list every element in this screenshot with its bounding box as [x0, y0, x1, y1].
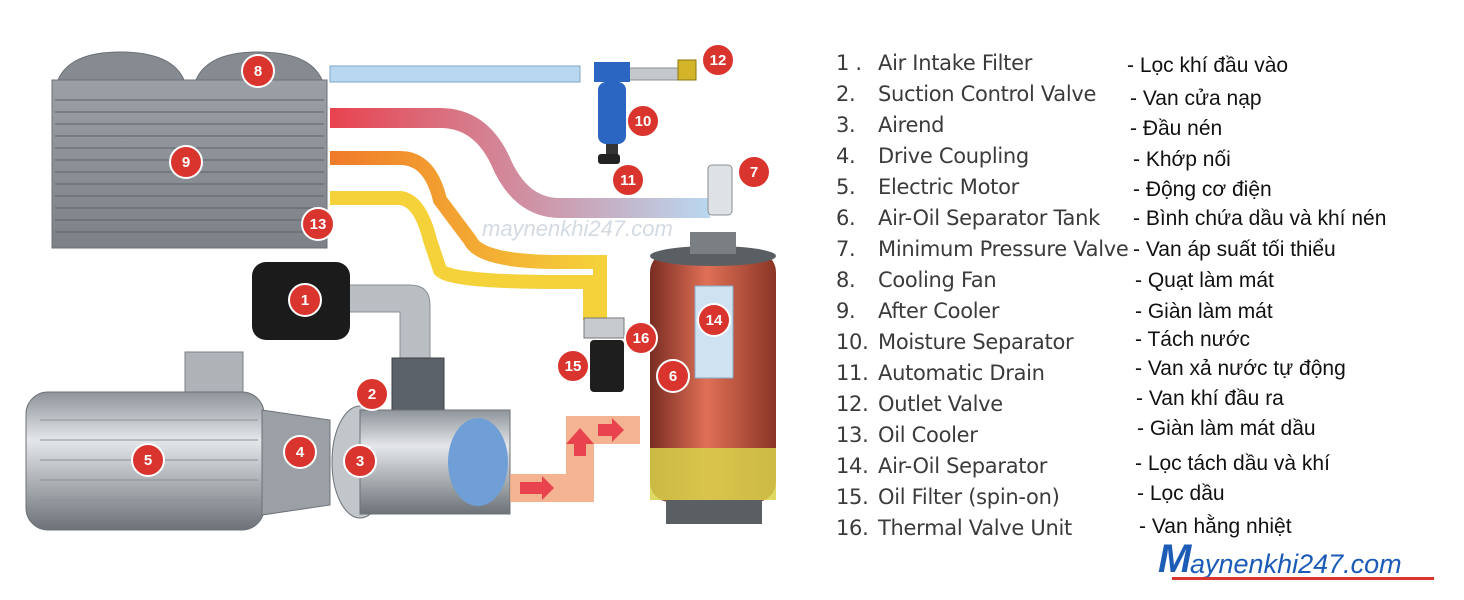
svg-text:8: 8: [254, 63, 262, 80]
legend-en-item: 4.Drive Coupling: [836, 144, 1029, 168]
callout: 1: [288, 283, 322, 317]
svg-text:12: 12: [710, 52, 727, 69]
minimum-pressure-valve: [707, 164, 733, 216]
svg-text:15: 15: [565, 358, 582, 375]
legend-vi-item: - Động cơ điện: [1133, 178, 1272, 201]
brand-logo: M aynenkhi247.com: [1158, 537, 1440, 585]
legend-vi-item: - Van cửa nạp: [1130, 87, 1262, 110]
thermal-valve-unit: [583, 317, 625, 339]
brand-initial: M: [1158, 537, 1192, 581]
svg-text:5: 5: [144, 452, 152, 469]
legend-en-item: 16.Thermal Valve Unit: [836, 516, 1072, 540]
legend-en-item: 1 .Air Intake Filter: [836, 51, 1033, 75]
hot-air-pipe: [330, 108, 710, 218]
svg-text:1: 1: [301, 292, 309, 309]
callout-group: 1 2 3 4 5 6 7 8 9 10 11 12 13 14 15 16: [131, 43, 771, 478]
oil-filter: [590, 340, 624, 392]
legend-en-item: 7.Minimum Pressure Valve: [836, 237, 1129, 261]
callout: 8: [241, 54, 275, 88]
watermark: maynenkhi247.com: [482, 216, 673, 241]
legend-vi-item: - Bình chứa dầu và khí nén: [1133, 207, 1387, 230]
svg-text:6: 6: [669, 368, 677, 385]
svg-text:14: 14: [706, 312, 723, 329]
legend-en-item: 3.Airend: [836, 113, 945, 137]
legend-en-item: 9.After Cooler: [836, 299, 1000, 323]
moisture-separator: [594, 62, 630, 156]
callout: 4: [283, 435, 317, 469]
callout: 10: [626, 104, 660, 138]
outlet-valve: [677, 59, 697, 81]
svg-text:11: 11: [620, 172, 636, 189]
air-intake-filter: [252, 262, 431, 361]
callout: 12: [701, 43, 735, 77]
legend-en-item: 5.Electric Motor: [836, 175, 1019, 199]
legend-en-item: 15.Oil Filter (spin-on): [836, 485, 1060, 509]
svg-text:10: 10: [635, 113, 652, 130]
callout: 14: [697, 303, 731, 337]
legend-en-item: 2.Suction Control Valve: [836, 82, 1097, 106]
svg-text:9: 9: [182, 154, 190, 171]
svg-text:4: 4: [296, 444, 305, 461]
legend-vi-item: - Van khí đầu ra: [1136, 387, 1284, 410]
legend-vi-item: - Lọc tách dầu và khí: [1135, 452, 1330, 475]
callout: 5: [131, 443, 165, 477]
callout: 7: [737, 155, 771, 189]
callout: 11: [611, 163, 645, 197]
legend-en-item: 13.Oil Cooler: [836, 423, 978, 447]
legend-vi-item: - Quạt làm mát: [1135, 269, 1274, 292]
after-cooler: [51, 79, 328, 249]
brand-underline: [1172, 577, 1434, 580]
legend-en-item: 10.Moisture Separator: [836, 330, 1074, 354]
callout: 15: [556, 349, 590, 383]
legend-vi-item: - Tách nước: [1135, 328, 1250, 351]
legend-vi-item: - Khớp nối: [1133, 148, 1231, 171]
airend: [331, 405, 511, 519]
callout: 2: [355, 377, 389, 411]
svg-text:7: 7: [750, 164, 758, 181]
electric-motor: [25, 351, 265, 531]
callout: 13: [301, 207, 335, 241]
svg-text:16: 16: [633, 330, 650, 347]
legend-en-item: 11.Automatic Drain: [836, 361, 1045, 385]
legend-vi-item: - Van xả nước tự động: [1135, 357, 1346, 380]
svg-text:3: 3: [356, 453, 364, 470]
oil-pipes: [330, 151, 607, 320]
legend-en-item: 14.Air-Oil Separator: [836, 454, 1048, 478]
legend-vi-item: - Giàn làm mát: [1135, 300, 1273, 323]
air-outlet-pipe: [329, 65, 689, 83]
brand-text: aynenkhi247.com: [1190, 549, 1402, 579]
legend-en-item: 8.Cooling Fan: [836, 268, 997, 292]
legend-vi-item: - Đầu nén: [1130, 117, 1223, 140]
legend-vi-item: - Giàn làm mát dầu: [1137, 417, 1316, 440]
cooling-fan: [57, 51, 323, 81]
legend-en-item: 12.Outlet Valve: [836, 392, 1003, 416]
legend-vi-item: - Van hằng nhiệt: [1139, 515, 1292, 538]
arrow-icon: [520, 418, 624, 500]
svg-text:13: 13: [310, 216, 327, 233]
svg-text:2: 2: [368, 386, 376, 403]
automatic-drain: [598, 154, 620, 164]
legend-en-item: 6.Air-Oil Separator Tank: [836, 206, 1100, 230]
callout: 9: [169, 145, 203, 179]
legend-vi-item: - Lọc dầu: [1137, 482, 1225, 505]
callout: 16: [624, 321, 658, 355]
callout: 6: [656, 359, 690, 393]
callout: 3: [343, 444, 377, 478]
suction-control-valve: [391, 357, 445, 411]
compressor-diagram: maynenkhi247.com 1 2 3 4 5 6 7 8 9 10 11…: [25, 43, 776, 531]
legend-vi-item: - Van áp suất tối thiểu: [1133, 238, 1336, 261]
legend-vi-item: - Lọc khí đầu vào: [1127, 54, 1289, 77]
